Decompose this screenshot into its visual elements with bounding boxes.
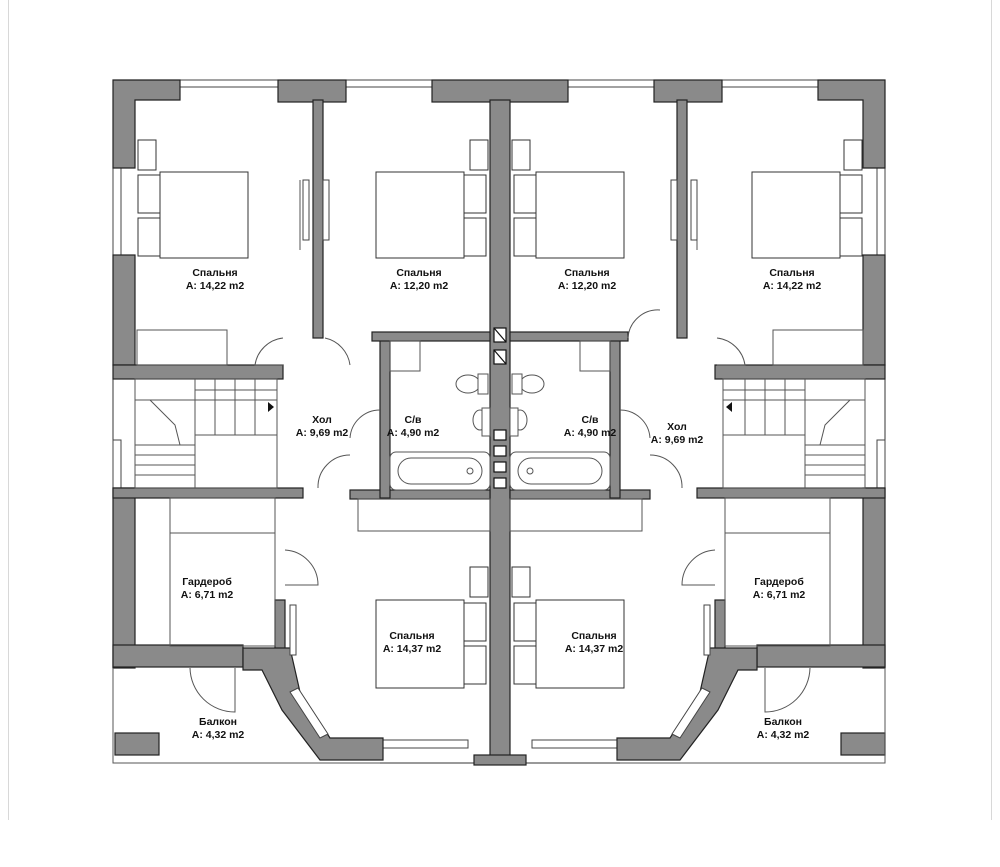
- room-label-bedroom-bottom-right: Спальня A: 14,37 m2: [565, 630, 623, 656]
- room-area: A: 4,90 m2: [386, 427, 440, 439]
- room-name: Спальня: [389, 630, 435, 642]
- room-area: A: 4,32 m2: [191, 729, 245, 741]
- room-label-bedroom-top-mid-right: Спальня A: 12,20 m2: [558, 267, 616, 293]
- room-label-bath-right: С/в A: 4,90 m2: [564, 414, 617, 440]
- room-name: С/в: [581, 414, 599, 426]
- room-label-bedroom-top-left: Спальня A: 14,22 m2: [186, 267, 244, 293]
- room-area: A: 4,90 m2: [563, 427, 617, 439]
- room-area: A: 12,20 m2: [389, 280, 449, 292]
- room-label-wardrobe-right: Гардероб A: 6,71 m2: [753, 576, 806, 602]
- room-name: Хол: [312, 414, 332, 426]
- room-name: Балкон: [199, 716, 237, 728]
- room-name: Хол: [667, 421, 687, 433]
- room-label-hall-left: Хол A: 9,69 m2: [296, 414, 349, 440]
- room-area: A: 14,22 m2: [762, 280, 822, 292]
- room-name: Спальня: [564, 267, 610, 279]
- room-label-balcony-right: Балкон A: 4,32 m2: [757, 716, 810, 742]
- room-area: A: 6,71 m2: [180, 589, 234, 601]
- room-name: Гардероб: [182, 576, 232, 588]
- room-area: A: 9,69 m2: [295, 427, 349, 439]
- room-name: С/в: [404, 414, 422, 426]
- room-label-bedroom-bottom-left: Спальня A: 14,37 m2: [383, 630, 441, 656]
- room-area: A: 6,71 m2: [752, 589, 806, 601]
- room-name: Балкон: [764, 716, 802, 728]
- room-label-hall-right: Хол A: 9,69 m2: [651, 421, 704, 447]
- room-label-bedroom-top-right: Спальня A: 14,22 m2: [763, 267, 821, 293]
- room-name: Спальня: [192, 267, 238, 279]
- room-label-bath-left: С/в A: 4,90 m2: [387, 414, 440, 440]
- room-area: A: 4,32 m2: [756, 729, 810, 741]
- room-label-wardrobe-left: Гардероб A: 6,71 m2: [181, 576, 234, 602]
- room-area: A: 9,69 m2: [650, 434, 704, 446]
- room-area: A: 14,22 m2: [185, 280, 245, 292]
- room-name: Спальня: [396, 267, 442, 279]
- room-area: A: 14,37 m2: [382, 643, 442, 655]
- room-area: A: 12,20 m2: [557, 280, 617, 292]
- room-label-balcony-left: Балкон A: 4,32 m2: [192, 716, 245, 742]
- room-area: A: 14,37 m2: [564, 643, 624, 655]
- room-name: Спальня: [769, 267, 815, 279]
- room-name: Гардероб: [754, 576, 804, 588]
- room-label-bedroom-top-mid-left: Спальня A: 12,20 m2: [390, 267, 448, 293]
- room-name: Спальня: [571, 630, 617, 642]
